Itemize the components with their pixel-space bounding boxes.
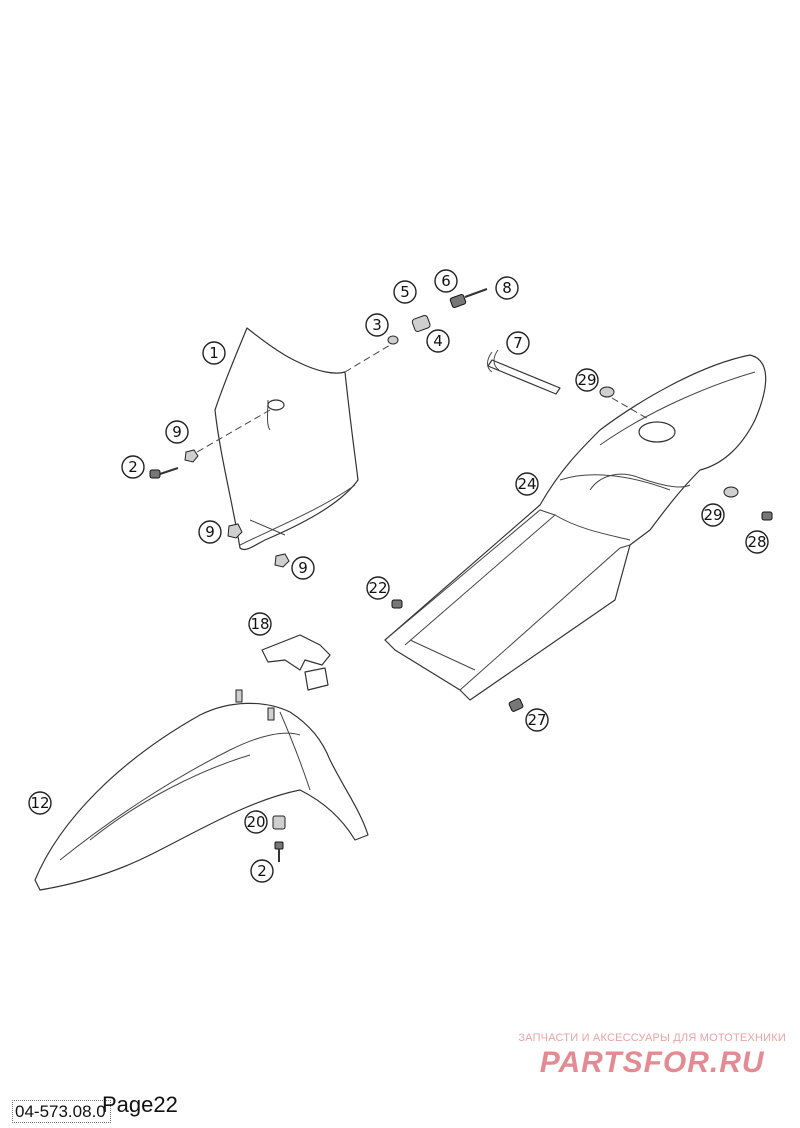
bushing-3 bbox=[387, 335, 399, 345]
callout-4: 4 bbox=[426, 329, 450, 353]
page-label: Page22 bbox=[102, 1092, 178, 1117]
leader-plate-top bbox=[344, 344, 391, 373]
svg-text:7: 7 bbox=[513, 334, 523, 352]
svg-text:5: 5 bbox=[400, 283, 410, 301]
number-plate bbox=[214, 327, 359, 551]
leader-seat-washer bbox=[611, 397, 651, 421]
callout-24: 24 bbox=[515, 472, 539, 496]
washer-29-b bbox=[723, 486, 739, 498]
svg-text:4: 4 bbox=[433, 332, 443, 350]
callout-18: 18 bbox=[248, 612, 272, 636]
watermark: ЗАПЧАСТИ И АКСЕССУАРЫ ДЛЯ МОТОТЕХНИКИ PA… bbox=[518, 1032, 786, 1080]
callout-9-b: 9 bbox=[198, 520, 222, 544]
callout-12: 12 bbox=[28, 791, 52, 815]
svg-text:27: 27 bbox=[527, 711, 546, 729]
bolt-28 bbox=[761, 511, 773, 521]
svg-text:3: 3 bbox=[372, 316, 382, 334]
svg-text:20: 20 bbox=[246, 813, 265, 831]
watermark-logo: PARTSFOR.RU bbox=[539, 1046, 765, 1079]
callout-1: 1 bbox=[202, 341, 226, 365]
svg-text:29: 29 bbox=[703, 506, 722, 524]
clip-27 bbox=[508, 698, 524, 712]
svg-text:12: 12 bbox=[30, 794, 49, 812]
bolt-2-lower bbox=[274, 841, 284, 862]
callout-7: 7 bbox=[506, 331, 530, 355]
callout-27: 27 bbox=[525, 708, 549, 732]
callout-5: 5 bbox=[393, 280, 417, 304]
callout-9-c: 9 bbox=[291, 556, 315, 580]
nut-9-c bbox=[274, 553, 290, 568]
svg-text:6: 6 bbox=[441, 272, 451, 290]
svg-text:24: 24 bbox=[517, 475, 536, 493]
leader-plate-bolt bbox=[191, 409, 271, 456]
callout-29-b: 29 bbox=[701, 503, 725, 527]
bolt-22 bbox=[391, 599, 403, 609]
callout-22: 22 bbox=[366, 576, 390, 600]
nut-9-b bbox=[227, 523, 243, 539]
svg-text:8: 8 bbox=[502, 279, 512, 297]
callout-6: 6 bbox=[434, 269, 458, 293]
fender-bracket bbox=[261, 634, 331, 691]
callout-2-upper: 2 bbox=[121, 455, 145, 479]
svg-text:2: 2 bbox=[257, 862, 267, 880]
side-panel-seat bbox=[384, 354, 767, 701]
svg-text:2: 2 bbox=[128, 458, 138, 476]
callout-8: 8 bbox=[495, 276, 519, 300]
svg-text:18: 18 bbox=[250, 615, 269, 633]
callout-28: 28 bbox=[745, 530, 769, 554]
callout-3: 3 bbox=[365, 313, 389, 337]
spacer-4 bbox=[411, 314, 431, 332]
callout-20: 20 bbox=[244, 810, 268, 834]
svg-text:28: 28 bbox=[747, 533, 766, 551]
watermark-tagline: ЗАПЧАСТИ И АКСЕССУАРЫ ДЛЯ МОТОТЕХНИКИ bbox=[518, 1032, 786, 1044]
callout-29-a: 29 bbox=[575, 368, 599, 392]
svg-text:9: 9 bbox=[172, 423, 182, 441]
washer-29-a bbox=[599, 386, 615, 398]
svg-text:9: 9 bbox=[205, 523, 215, 541]
svg-text:1: 1 bbox=[209, 344, 219, 362]
svg-text:9: 9 bbox=[298, 559, 308, 577]
strap bbox=[487, 349, 561, 395]
callout-9-a: 9 bbox=[165, 420, 189, 444]
front-fender bbox=[34, 689, 369, 891]
bolt-6 bbox=[449, 288, 488, 309]
bolt-2-upper bbox=[149, 467, 179, 479]
bushing-20 bbox=[272, 815, 286, 830]
document-id: 04-573.08.0 bbox=[12, 1100, 111, 1123]
svg-text:29: 29 bbox=[577, 371, 596, 389]
nut-9-a bbox=[184, 449, 199, 463]
svg-text:22: 22 bbox=[368, 579, 387, 597]
callout-2-lower: 2 bbox=[250, 859, 274, 883]
